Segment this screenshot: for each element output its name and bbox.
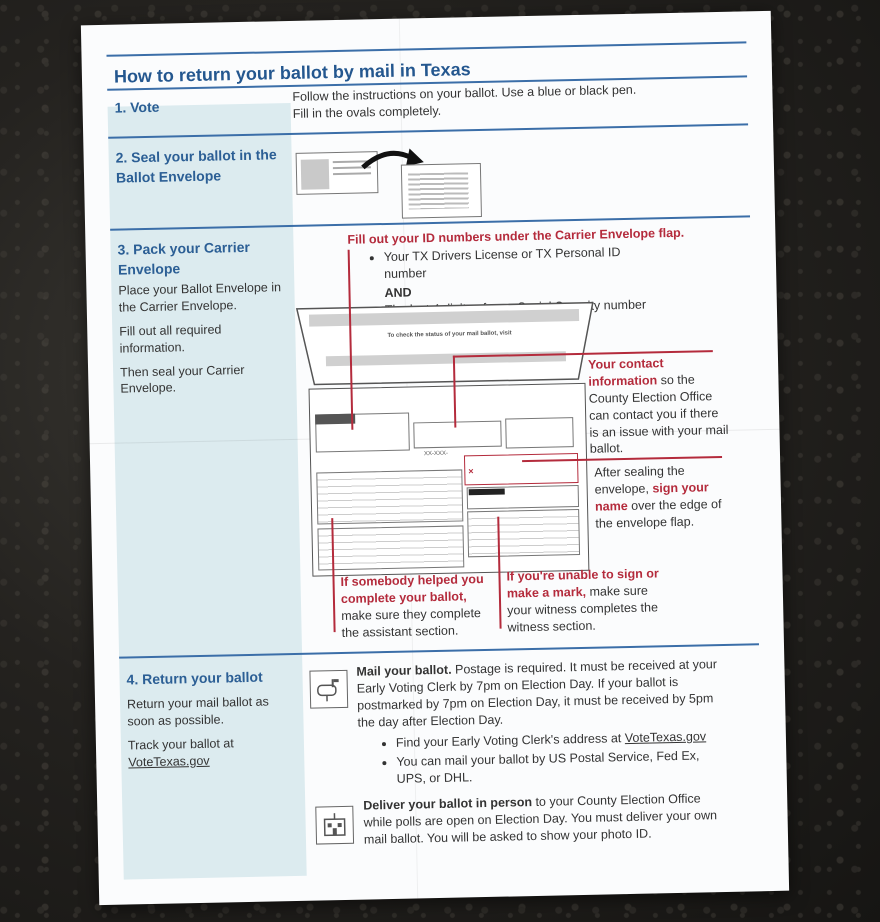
deliver-in-person-text: Deliver your ballot in person to your Co… [363,790,729,848]
step4-heading: 4. Return your ballot [126,668,263,688]
bullet-find-clerk-text: Find your Early Voting Clerk's address a… [395,731,625,750]
votetexas-link[interactable]: VoteTexas.gov [624,729,707,746]
mailbox-icon [309,669,349,709]
mail-ballot-bold: Mail your ballot. [356,662,452,679]
envelope-flap [295,301,594,386]
step4-instructions: Return your mail ballot as soon as possi… [127,693,299,778]
contact-info-bold: Your contact information [587,356,664,389]
step3-p3: Then seal your Carrier Envelope. [119,362,245,396]
step1-heading: 1. Vote [114,98,160,116]
step4-p1: Return your mail ballot as soon as possi… [126,694,269,729]
step3-p1: Place your Ballot Envelope in the Carrie… [118,280,282,315]
mail-bullets: Find your Early Voting Clerk's address a… [378,728,724,790]
ballot-envelope-illustration [295,143,497,222]
assistant-note: If somebody helped you complete your bal… [340,571,491,642]
step2-heading: 2. Seal your ballot in the Ballot Envelo… [115,146,277,186]
building-icon [315,805,355,845]
deliver-in-person-bold: Deliver your ballot in person [363,795,533,813]
assistant-bold: If somebody helped you complete your bal… [340,572,484,606]
id-item-license: Your TX Drivers License or TX Personal I… [384,243,667,283]
top-rule [106,41,747,57]
bullet-carriers: You can mail your ballot by US Postal Se… [396,747,724,788]
step1-text: Follow the instructions on your ballot. … [292,82,637,121]
envelope-xx: XX-XXX- [423,450,448,458]
step3-heading: 3. Pack your Carrier Envelope [117,238,251,278]
carrier-envelope-diagram: To check the status of your mail ballot,… [295,301,601,577]
mail-ballot-text: Mail your ballot. Postage is required. I… [356,656,722,731]
step3-p2: Fill out all required information. [119,322,222,356]
instruction-sheet: How to return your ballot by mail in Tex… [80,10,790,906]
sign-name-note: After sealing the envelope, sign your na… [594,462,731,532]
arrow-icon [361,148,424,170]
step3-instructions: Place your Ballot Envelope in the Carrie… [118,279,291,405]
assistant-rest: make sure they complete the assistant se… [341,605,482,640]
contact-info-note: Your contact information so the County E… [588,354,730,458]
witness-note: If you're unable to sign or make a mark,… [506,565,667,636]
votetexas-link-left[interactable]: VoteTexas.gov [128,753,210,770]
